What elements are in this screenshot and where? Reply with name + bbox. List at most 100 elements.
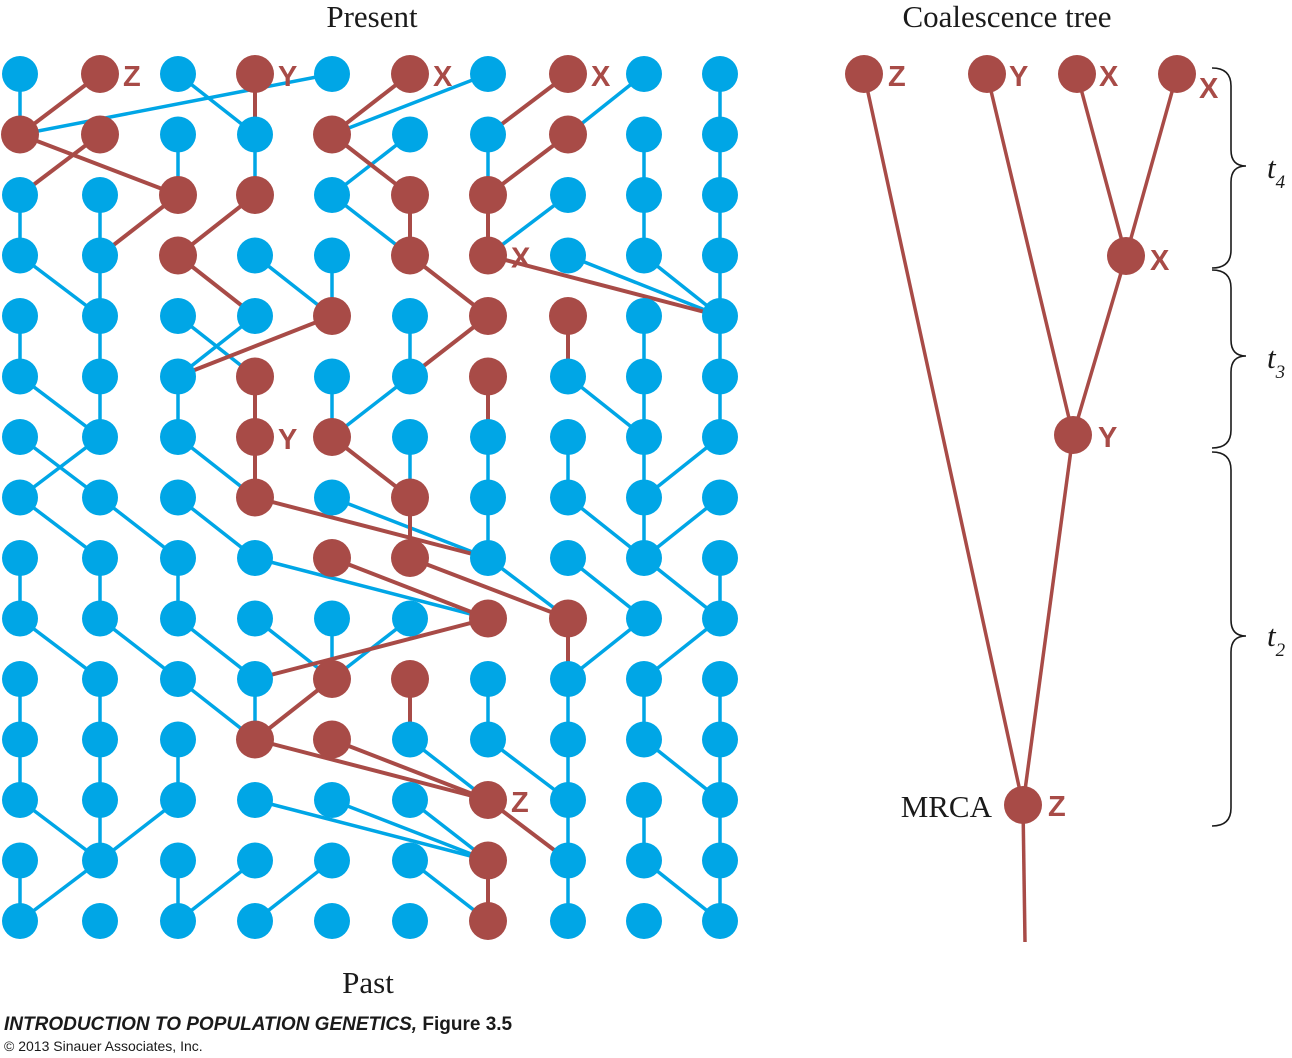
tree-tip-x-2 [1158, 55, 1196, 93]
individual-dot [160, 116, 196, 153]
tree-branch-z [862, 73, 1025, 806]
sample-ancestor-dot [391, 539, 429, 577]
individual-dot [626, 419, 662, 455]
individual-dot [160, 479, 196, 516]
individual-dot [237, 600, 273, 637]
tree-node-label-y: Y [1098, 422, 1117, 454]
individual-dot [237, 540, 273, 576]
individual-dot [82, 661, 118, 697]
sample-ancestor-dot [469, 236, 507, 275]
individual-dot [702, 479, 738, 516]
individual-dot [2, 419, 38, 455]
individual-dot [392, 782, 428, 818]
coalescence-tree-title: Coalescence tree [902, 0, 1111, 34]
individual-dot [237, 116, 273, 153]
tree-branch-x-tip-2 [1124, 73, 1179, 257]
individual-dot [392, 721, 428, 758]
individual-dot [237, 298, 273, 334]
time-interval-braces [1211, 67, 1247, 827]
individual-dot [626, 358, 662, 395]
individual-dot [470, 56, 506, 92]
sample-ancestor-dot [391, 236, 429, 275]
sample-ancestor-dot [313, 418, 351, 456]
individual-dot [702, 903, 738, 939]
sample-label-z: Z [123, 61, 141, 93]
sample-label-y: Y [278, 61, 297, 93]
individual-dot [702, 721, 738, 758]
individual-dot [82, 419, 118, 455]
tree-node-x [1107, 237, 1145, 275]
individual-dot [2, 600, 38, 637]
individual-dot [82, 540, 118, 576]
tree-node-label-x: X [1150, 245, 1170, 277]
individual-dot [160, 540, 196, 576]
tree-tip-label-x-2: X [1199, 73, 1219, 105]
individual-dot [626, 903, 662, 939]
caption-copyright: © 2013 Sinauer Associates, Inc. [4, 1038, 203, 1054]
individual-dot [470, 661, 506, 697]
individual-dot [550, 903, 586, 939]
individual-dot [702, 298, 738, 334]
sample-ancestor-dot [1, 115, 39, 154]
individual-dot [82, 298, 118, 334]
individual-dot [626, 177, 662, 213]
individual-dot [2, 298, 38, 334]
brace-t4 [1211, 67, 1247, 269]
individual-dot [2, 782, 38, 818]
sample-lineage-link [409, 556, 569, 621]
sample-ancestor-dot [313, 115, 351, 154]
tree-tip-y [968, 55, 1006, 93]
individual-dot [160, 419, 196, 455]
individual-dot [626, 479, 662, 516]
individual-dot [82, 842, 118, 879]
individual-dot [626, 237, 662, 274]
individual-dot [392, 842, 428, 879]
individual-dot [470, 540, 506, 576]
sample-ancestor-dot [236, 478, 274, 517]
sample-ancestor-dot [469, 176, 507, 214]
brace-t3 [1211, 269, 1247, 449]
sample-ancestor-dot [549, 115, 587, 154]
brace-t2 [1211, 451, 1247, 827]
individual-dot [2, 721, 38, 758]
individual-dot [702, 237, 738, 274]
sample-ancestor-dot [81, 115, 119, 154]
individual-dot [2, 540, 38, 576]
individual-dot [550, 540, 586, 576]
individual-dot [2, 842, 38, 879]
sample-label-z: Z [511, 787, 529, 819]
individual-dot [160, 903, 196, 939]
individual-dot [82, 721, 118, 758]
tree-tip-label-y: Y [1009, 61, 1028, 93]
sample-ancestor-dot [469, 841, 507, 880]
sample-ancestor-dot [391, 176, 429, 214]
sample-ancestor-dot [391, 660, 429, 698]
tree-branch-x-tip-1 [1075, 73, 1128, 257]
label-t4: t4 [1267, 150, 1286, 193]
tree-tip-z [845, 55, 883, 93]
sample-ancestor-dot [549, 599, 587, 638]
tree-root-mrca [1004, 786, 1042, 824]
sample-ancestor-dot [313, 297, 351, 335]
individual-dot [237, 661, 273, 697]
individual-dot [470, 419, 506, 455]
sample-ancestor-dot [469, 599, 507, 638]
individual-dot [314, 903, 350, 939]
individual-dot [626, 116, 662, 153]
sample-ancestor-dot [549, 297, 587, 335]
tree-tip-label-x-1: X [1099, 61, 1119, 93]
sample-lineage-lines [18, 72, 721, 921]
caption-title: INTRODUCTION TO POPULATION GENETICS, Fig… [4, 1014, 513, 1035]
sample-lineage-link [331, 556, 489, 621]
individual-dot [702, 116, 738, 153]
parent-link [567, 253, 721, 318]
tree-root-stem [1021, 804, 1027, 943]
individual-dot [702, 540, 738, 576]
individual-dot [550, 479, 586, 516]
individual-dot [82, 237, 118, 274]
population-lineage-lines [18, 72, 722, 923]
individual-dot [2, 56, 38, 92]
individual-dot [2, 479, 38, 516]
individual-dot [82, 903, 118, 939]
